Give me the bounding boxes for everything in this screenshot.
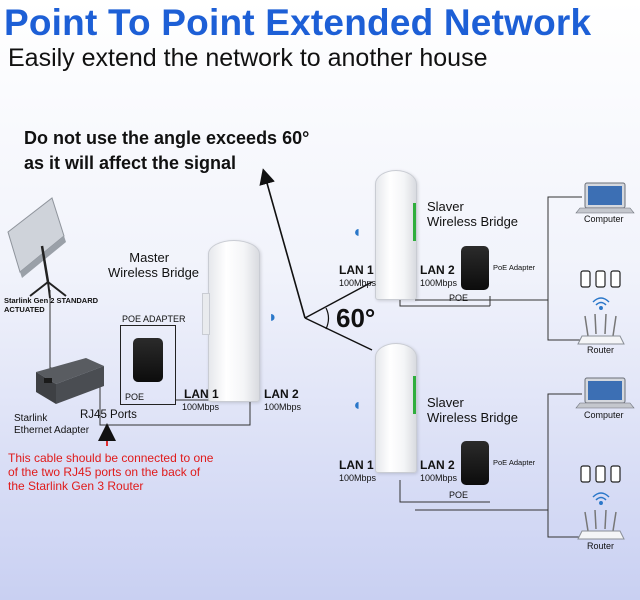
angle-warning-line1: Do not use the angle exceeds 60° (24, 128, 310, 148)
router-wifi-icon-bottom (592, 492, 610, 505)
master-bridge-label-line1: Master (129, 250, 170, 265)
angle-line-top (304, 281, 373, 319)
master-poe-box: POE (120, 325, 176, 405)
slave-top-router-label: Router (587, 345, 615, 355)
slave-bottom-bridge-label-line1: Slaver (427, 395, 464, 410)
master-poe-box-title: POE ADAPTER (122, 314, 186, 324)
master-bridge-side-mount (202, 293, 210, 335)
angle-arrow-upper (259, 168, 306, 319)
slave-top-lan2-speed: 100Mbps (420, 278, 458, 288)
angle-arc (325, 307, 330, 330)
slave-top-computer-label: Computer (584, 214, 624, 224)
starlink-ethernet-adapter-graphic (36, 358, 104, 404)
starlink-dish-label: Starlink Gen 2 STANDARD ACTUATED (4, 296, 98, 314)
slave-bottom-poe-adapter-icon (461, 441, 489, 485)
slave-top-wireless-bridge (375, 170, 417, 300)
master-lan1-label: LAN 1 (184, 387, 219, 401)
router-wifi-icon-top (592, 297, 610, 310)
router-icon-top (577, 313, 625, 345)
slave-top-bridge-label: Slaver Wireless Bridge (427, 199, 518, 229)
cable-note-line2: of the two RJ45 ports on the back of (8, 465, 201, 479)
master-poe-adapter-icon (133, 338, 163, 382)
master-wireless-bridge (202, 240, 260, 402)
page-title: Point To Point Extended Network (4, 2, 592, 43)
rj45-ports-label: RJ45 Ports (80, 409, 137, 421)
master-poe-label: POE (125, 392, 145, 402)
slave-top-poe-adapter-icon (461, 246, 489, 290)
slave-bottom-computer-label: Computer (584, 410, 624, 420)
cable-bottom-bus (415, 393, 582, 511)
slave-top-bridge-label-line2: Wireless Bridge (427, 214, 519, 229)
cable-note-line1: This cable should be connected to one (8, 451, 214, 465)
cable-bottom-lan1-poe (399, 480, 490, 503)
starlink-adapter-label: Starlink Ethernet Adapter (14, 413, 89, 437)
starlink-adapter-label-line2: Ethernet Adapter (14, 425, 90, 436)
laptop-icon-bottom (575, 377, 635, 409)
slave-bottom-lan1-speed: 100Mbps (339, 473, 377, 483)
slave-bottom-router-label: Router (587, 541, 615, 551)
slave-top-poe-label: POE (449, 293, 469, 303)
slave-bottom-led-strip (413, 376, 416, 414)
phones-icon-bottom (580, 465, 621, 483)
master-bridge-label-line2: Wireless Bridge (108, 265, 200, 280)
starlink-dish-graphic (7, 197, 67, 299)
router-icon-bottom (577, 509, 625, 540)
slave-top-led-strip (413, 203, 416, 241)
master-lan1-speed: 100Mbps (182, 402, 220, 412)
slave-bottom-wifi-signal-icon: ◖ (352, 397, 362, 414)
page-subtitle: Easily extend the network to another hou… (8, 44, 488, 72)
angle-line-bottom (304, 317, 373, 351)
cable-top-bus-router (547, 300, 582, 341)
angle-warning: Do not use the angle exceeds 60° as it w… (24, 126, 309, 176)
slave-bottom-wireless-bridge (375, 343, 417, 473)
slave-bottom-poe-adapter-label: PoE Adapter (493, 458, 536, 467)
slave-top-poe-adapter-label: PoE Adapter (493, 263, 536, 272)
cable-adapter-master-lan2 (99, 380, 251, 426)
slave-bottom-poe-label: POE (449, 490, 469, 500)
cable-note-line3: the Starlink Gen 3 Router (8, 479, 144, 493)
starlink-dish-label-line1: Starlink Gen 2 STANDARD (4, 296, 99, 305)
slave-top-lan2-label: LAN 2 (420, 263, 455, 277)
angle-label: 60° (336, 303, 376, 333)
slave-top-lan1-label: LAN 1 (339, 263, 374, 277)
slave-bottom-bridge-label: Slaver Wireless Bridge (427, 395, 518, 425)
slave-bottom-bridge-label-line2: Wireless Bridge (427, 410, 519, 425)
master-wifi-signal-icon: ◗ (268, 309, 278, 326)
slave-top-bridge-label-line1: Slaver (427, 199, 464, 214)
cable-note: This cable should be connected to one of… (8, 451, 213, 493)
cable-top-bus (415, 196, 582, 301)
starlink-adapter-label-line1: Starlink (14, 413, 48, 424)
master-bridge-label: Master Wireless Bridge (108, 250, 199, 280)
slave-bottom-lan2-label: LAN 2 (420, 458, 455, 472)
master-lan2-label: LAN 2 (264, 387, 299, 401)
angle-warning-line2: as it will affect the signal (24, 153, 237, 173)
starlink-dish-label-line2: ACTUATED (4, 305, 45, 314)
slave-top-lan1-speed: 100Mbps (339, 278, 377, 288)
laptop-icon-top (575, 182, 635, 214)
slave-top-wifi-signal-icon: ◖ (352, 224, 362, 241)
slave-bottom-lan2-speed: 100Mbps (420, 473, 458, 483)
slave-bottom-lan1-label: LAN 1 (339, 458, 374, 472)
cable-bottom-bus-router (547, 510, 582, 538)
phones-icon-top (580, 270, 621, 288)
master-lan2-speed: 100Mbps (264, 402, 302, 412)
